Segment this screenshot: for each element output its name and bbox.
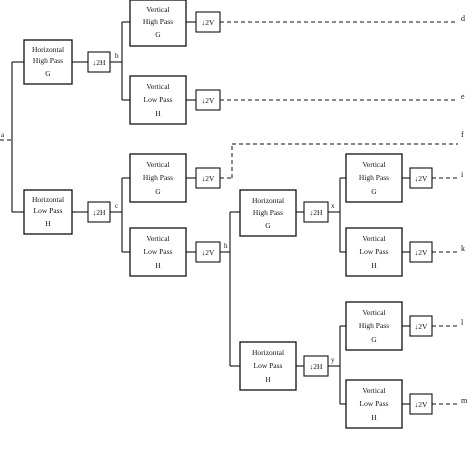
- svg-text:High Pass: High Pass: [33, 56, 63, 65]
- downsampler-v-8: ↓2V: [409, 393, 433, 415]
- svg-text:Vertical: Vertical: [146, 160, 169, 169]
- node-label-x: x: [331, 202, 335, 210]
- output-label-m: m: [461, 396, 468, 405]
- svg-text:↓2V: ↓2V: [415, 248, 429, 257]
- svg-text:Vertical: Vertical: [362, 234, 385, 243]
- filter-v-low-pass-2: Vertical Low Pass H: [129, 227, 187, 277]
- svg-text:Vertical: Vertical: [362, 386, 385, 395]
- svg-text:Low Pass: Low Pass: [360, 399, 389, 408]
- svg-text:↓2V: ↓2V: [415, 322, 429, 331]
- svg-text:Vertical: Vertical: [146, 234, 169, 243]
- svg-text:G: G: [155, 30, 161, 39]
- svg-text:High Pass: High Pass: [359, 321, 389, 330]
- svg-text:Vertical: Vertical: [362, 308, 385, 317]
- svg-text:↓2H: ↓2H: [310, 208, 324, 217]
- downsampler-v-1: ↓2V: [195, 11, 221, 33]
- svg-text:Horizontal: Horizontal: [252, 348, 284, 357]
- svg-text:G: G: [45, 69, 51, 78]
- output-label-k: k: [461, 244, 465, 253]
- svg-text:G: G: [155, 187, 161, 196]
- svg-text:H: H: [371, 413, 377, 422]
- svg-text:H: H: [371, 261, 377, 270]
- svg-text:Vertical: Vertical: [362, 160, 385, 169]
- svg-text:Low Pass: Low Pass: [254, 361, 283, 370]
- filter-h-low-pass-1: Horizontal Low Pass H: [23, 189, 73, 235]
- filter-v-high-pass-2: Vertical High Pass G: [129, 153, 187, 203]
- downsampler-v-7: ↓2V: [409, 315, 433, 337]
- svg-text:High Pass: High Pass: [253, 208, 283, 217]
- output-label-l: l: [461, 318, 464, 327]
- svg-text:H: H: [265, 375, 271, 384]
- svg-text:G: G: [371, 335, 377, 344]
- downsampler-v-2: ↓2V: [195, 89, 221, 111]
- svg-text:↓2H: ↓2H: [93, 58, 107, 67]
- svg-text:Vertical: Vertical: [146, 5, 169, 14]
- downsampler-h-2: ↓2H: [87, 201, 111, 223]
- node-label-b: b: [115, 52, 119, 60]
- svg-text:High Pass: High Pass: [359, 173, 389, 182]
- svg-text:↓2V: ↓2V: [415, 400, 429, 409]
- downsampler-h-3: ↓2H: [303, 201, 329, 223]
- filter-h-high-pass-1: Horizontal High Pass G: [23, 39, 73, 85]
- svg-text:G: G: [265, 221, 271, 230]
- svg-text:↓2H: ↓2H: [310, 362, 324, 371]
- connection-wires: [0, 21, 458, 405]
- svg-text:↓2V: ↓2V: [202, 174, 216, 183]
- downsampler-v-5: ↓2V: [409, 167, 433, 189]
- output-label-i: i: [461, 170, 464, 179]
- filter-v-low-pass-1: Vertical Low Pass H: [129, 75, 187, 125]
- svg-text:H: H: [155, 109, 161, 118]
- node-label-input: a: [1, 131, 5, 139]
- filter-v-low-pass-4: Vertical Low Pass H: [345, 379, 403, 429]
- downsampler-v-4: ↓2V: [195, 241, 221, 263]
- svg-text:↓2V: ↓2V: [415, 174, 429, 183]
- svg-text:Low Pass: Low Pass: [34, 206, 63, 215]
- svg-text:Horizontal: Horizontal: [32, 45, 64, 54]
- svg-text:Horizontal: Horizontal: [32, 195, 64, 204]
- svg-text:Low Pass: Low Pass: [144, 95, 173, 104]
- svg-text:High Pass: High Pass: [143, 17, 173, 26]
- svg-text:High Pass: High Pass: [143, 173, 173, 182]
- node-label-c: c: [115, 202, 118, 210]
- svg-text:↓2V: ↓2V: [202, 18, 216, 27]
- filter-v-high-pass-4: Vertical High Pass G: [345, 301, 403, 351]
- downsampler-v-6: ↓2V: [409, 241, 433, 263]
- filter-v-high-pass-1: Vertical High Pass G: [129, 0, 187, 47]
- downsampler-h-4: ↓2H: [303, 355, 329, 377]
- svg-text:↓2V: ↓2V: [202, 248, 216, 257]
- svg-text:H: H: [155, 261, 161, 270]
- downsampler-h-1: ↓2H: [87, 51, 111, 73]
- node-label-h: h: [224, 242, 228, 250]
- downsampler-v-3: ↓2V: [195, 167, 221, 189]
- svg-text:H: H: [45, 219, 51, 228]
- svg-text:Vertical: Vertical: [146, 82, 169, 91]
- svg-text:↓2H: ↓2H: [93, 208, 107, 217]
- svg-text:Low Pass: Low Pass: [144, 247, 173, 256]
- svg-text:Low Pass: Low Pass: [360, 247, 389, 256]
- svg-text:G: G: [371, 187, 377, 196]
- node-label-y: y: [331, 356, 335, 364]
- output-label-f: f: [461, 130, 464, 139]
- filter-h-high-pass-2: Horizontal High Pass G: [239, 189, 297, 237]
- output-label-e: e: [461, 92, 465, 101]
- svg-text:Horizontal: Horizontal: [252, 196, 284, 205]
- filter-h-low-pass-2: Horizontal Low Pass H: [239, 341, 297, 391]
- output-label-d: d: [461, 14, 465, 23]
- filter-v-high-pass-3: Vertical High Pass G: [345, 153, 403, 203]
- filter-v-low-pass-3: Vertical Low Pass H: [345, 227, 403, 277]
- svg-text:↓2V: ↓2V: [202, 96, 216, 105]
